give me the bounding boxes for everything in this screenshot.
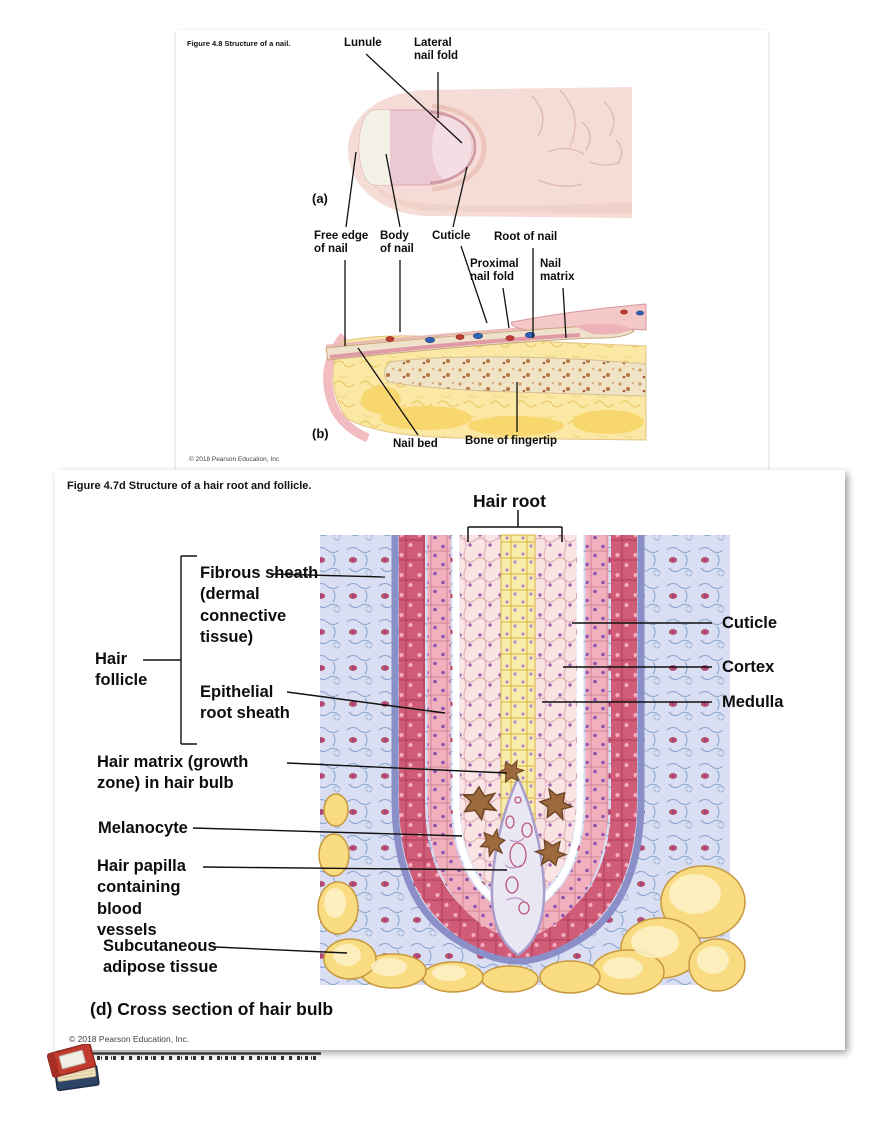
label-hair-root: Hair root: [473, 491, 546, 511]
label-cortex: Cortex: [722, 658, 775, 676]
label-bone-of-fingertip: Bone of fingertip: [465, 435, 557, 447]
nail-illustration: [323, 53, 647, 443]
nail-figure-copyright: © 2018 Pearson Education, Inc: [189, 456, 280, 463]
books-icon[interactable]: [46, 1044, 104, 1098]
adipose-blobs: [317, 793, 746, 995]
panel-b-tag: (b): [312, 426, 329, 441]
label-epithelial-root-sheath: Epithelial root sheath: [200, 683, 290, 723]
label-hair-matrix: Hair matrix (growth zone) in hair bulb: [97, 753, 249, 793]
label-medulla: Medulla: [722, 693, 784, 711]
label-subcutaneous-adipose: Subcutaneous adipose tissue: [103, 937, 218, 977]
label-root-of-nail: Root of nail: [494, 231, 558, 243]
next-slide-thumbnail-strip[interactable]: [55, 1052, 321, 1061]
label-nail-bed: Nail bed: [393, 438, 438, 450]
label-body-of-nail: Body of nail: [380, 230, 414, 256]
leader-lines: [143, 555, 712, 954]
nail-figure-panel: Figure 4.8 Structure of a nail. Lunule L…: [176, 30, 768, 470]
label-cuticle-a: Cuticle: [432, 230, 471, 242]
hair-figure-copyright: © 2018 Pearson Education, Inc.: [69, 1034, 190, 1044]
label-nail-matrix: Nail matrix: [540, 258, 575, 284]
label-melanocyte: Melanocyte: [98, 819, 188, 837]
blood-vessels: [385, 309, 644, 343]
label-proximal-nail-fold: Proximal nail fold: [470, 258, 519, 284]
label-free-edge: Free edge of nail: [314, 230, 369, 256]
label-lunule: Lunule: [344, 37, 382, 49]
label-lateral-nail-fold: Lateral nail fold: [414, 37, 459, 63]
nail-figure-title: Figure 4.8 Structure of a nail.: [187, 39, 291, 48]
hair-figure-caption: (d) Cross section of hair bulb: [90, 999, 334, 1019]
panel-a-tag: (a): [312, 191, 328, 206]
hair-figure-title: Figure 4.7d Structure of a hair root and…: [67, 480, 312, 492]
label-fibrous-sheath: Fibrous sheath (dermal connective tissue…: [200, 564, 319, 647]
leader-lines: [344, 53, 567, 436]
hair-root-bracket: [467, 510, 563, 542]
hair-figure-panel: Figure 4.7d Structure of a hair root and…: [55, 470, 845, 1050]
hair-follicle-illustration: [143, 510, 746, 995]
label-hair-papilla: Hair papilla containing blood vessels: [97, 857, 186, 940]
label-cuticle: Cuticle: [722, 614, 778, 632]
label-hair-follicle: Hair follicle: [95, 650, 148, 690]
